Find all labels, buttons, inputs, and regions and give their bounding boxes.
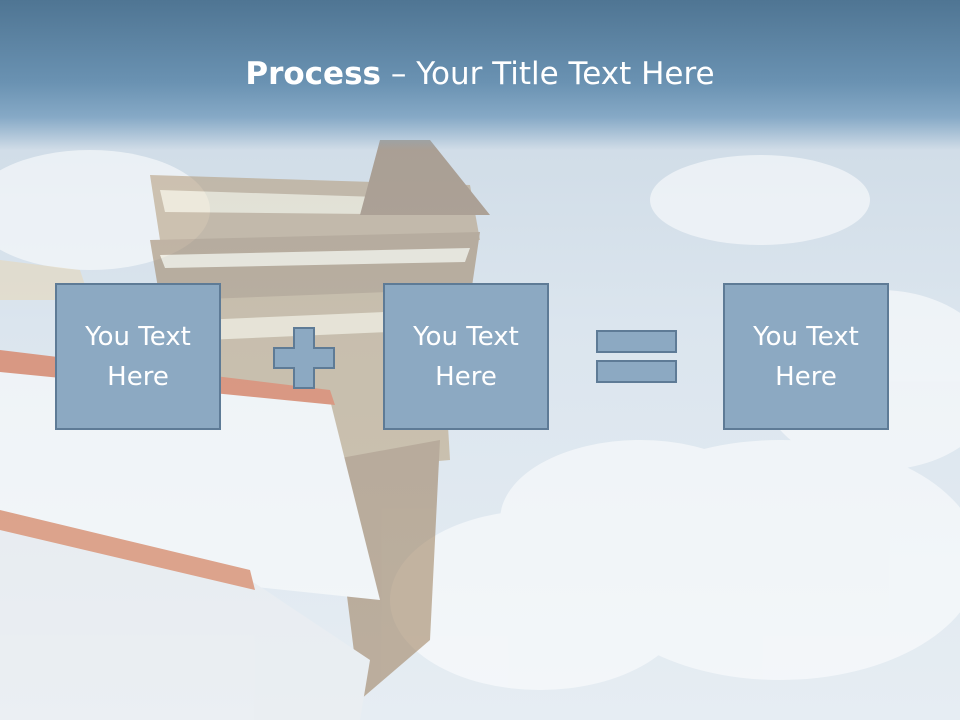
step-box-3[interactable]: You Text Here bbox=[723, 283, 889, 430]
step-box-3-label: You Text Here bbox=[753, 321, 859, 392]
plus-icon bbox=[273, 327, 335, 389]
equals-icon bbox=[596, 330, 677, 383]
step-box-2[interactable]: You Text Here bbox=[383, 283, 549, 430]
page-title: Process – Your Title Text Here bbox=[0, 54, 960, 94]
step-box-1-label: You Text Here bbox=[85, 321, 191, 392]
title-rest: – Your Title Text Here bbox=[381, 56, 715, 92]
step-box-1[interactable]: You Text Here bbox=[55, 283, 221, 430]
step-box-2-label: You Text Here bbox=[413, 321, 519, 392]
title-bar: Process – Your Title Text Here bbox=[0, 0, 960, 150]
title-bold: Process bbox=[245, 56, 381, 92]
